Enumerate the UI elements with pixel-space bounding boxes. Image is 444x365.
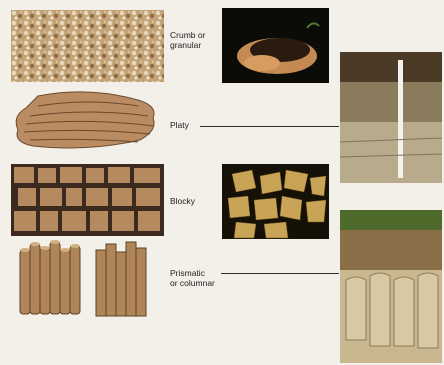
blocky-photo: [222, 164, 329, 239]
prismatic-illustration: [12, 240, 164, 320]
crumb-photo: [222, 8, 329, 83]
crumb-illustration: [11, 10, 164, 82]
crumb-texture: [11, 10, 164, 82]
label-crumb-line2: granular: [170, 40, 205, 50]
blocky-blocks: [11, 164, 164, 236]
platy-soil-profile-icon: [340, 52, 442, 183]
platy-leader-line: [200, 126, 339, 127]
blocky-illustration: [11, 164, 164, 236]
prismatic-columns: [12, 240, 164, 320]
platy-illustration: [8, 86, 164, 154]
label-prismatic: Prismatic or columnar: [170, 268, 215, 288]
label-crumb-line1: Crumb or: [170, 30, 205, 40]
platy-profile-photo: [340, 52, 442, 183]
label-crumb: Crumb or granular: [170, 30, 205, 50]
prismatic-profile-photo: [340, 210, 442, 363]
platy-layers: [8, 86, 164, 154]
hands-holding-soil-icon: [222, 8, 329, 83]
prismatic-soil-profile-icon: [340, 210, 442, 363]
blocky-aggregates-icon: [222, 164, 329, 239]
label-prismatic-line1: Prismatic: [170, 268, 215, 278]
prismatic-leader-line: [221, 273, 339, 274]
label-prismatic-line2: or columnar: [170, 278, 215, 288]
label-platy: Platy: [170, 120, 189, 130]
label-blocky: Blocky: [170, 196, 195, 206]
